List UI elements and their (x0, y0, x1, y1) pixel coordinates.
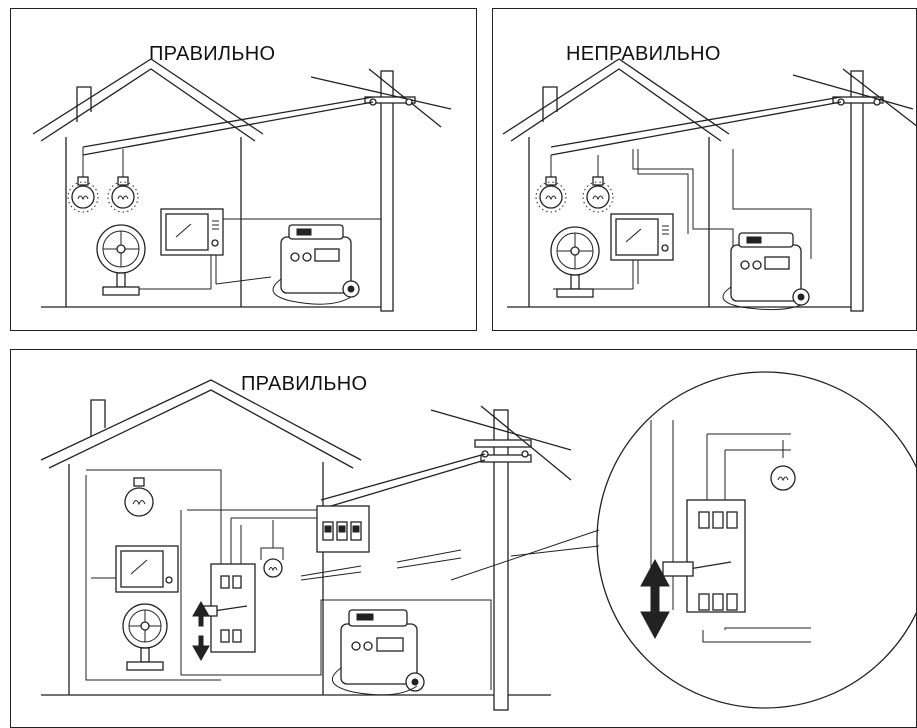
light-bulb-icon (124, 477, 154, 517)
tv-icon (115, 545, 179, 593)
panel-correct-bottom: ПРАВИЛЬНО (10, 349, 917, 728)
panel-title-incorrect: НЕПРАВИЛЬНО (566, 43, 721, 65)
arrow-up-icon (192, 600, 210, 627)
fan-icon (122, 603, 168, 671)
breaker-box-icon (316, 505, 370, 553)
tv-icon (160, 208, 224, 256)
wiring-diagram-incorrect (502, 58, 916, 312)
arrow-down-icon (192, 635, 210, 662)
fan-icon (550, 226, 600, 298)
wiring-diagram-correct (32, 58, 452, 312)
house-icon (502, 58, 863, 308)
panel-title-correct: ПРАВИЛЬНО (149, 43, 276, 65)
generator-icon (331, 609, 425, 696)
utility-pole-icon (792, 68, 916, 312)
light-bulb-icon (107, 176, 139, 213)
tv-icon (610, 213, 674, 261)
panel-correct-top: ПРАВИЛЬНО (10, 8, 477, 331)
utility-pole-icon (310, 68, 452, 312)
light-bulb-icon (263, 558, 283, 578)
transfer-switch-icon (198, 563, 256, 653)
transfer-switch-diagram (40, 371, 916, 711)
utility-pole-icon (430, 405, 572, 711)
panel-title-correct-transfer: ПРАВИЛЬНО (241, 373, 368, 395)
house-icon (32, 58, 386, 308)
light-bulb-icon (67, 176, 99, 213)
light-bulb-icon (535, 176, 567, 213)
light-bulb-icon (582, 176, 614, 213)
magnifier-circle-icon (450, 371, 916, 709)
fan-icon (96, 224, 146, 296)
house-icon (40, 379, 551, 696)
generator-icon (272, 224, 360, 305)
panel-incorrect-top: НЕПРАВИЛЬНО (492, 8, 917, 331)
generator-icon (722, 232, 810, 311)
